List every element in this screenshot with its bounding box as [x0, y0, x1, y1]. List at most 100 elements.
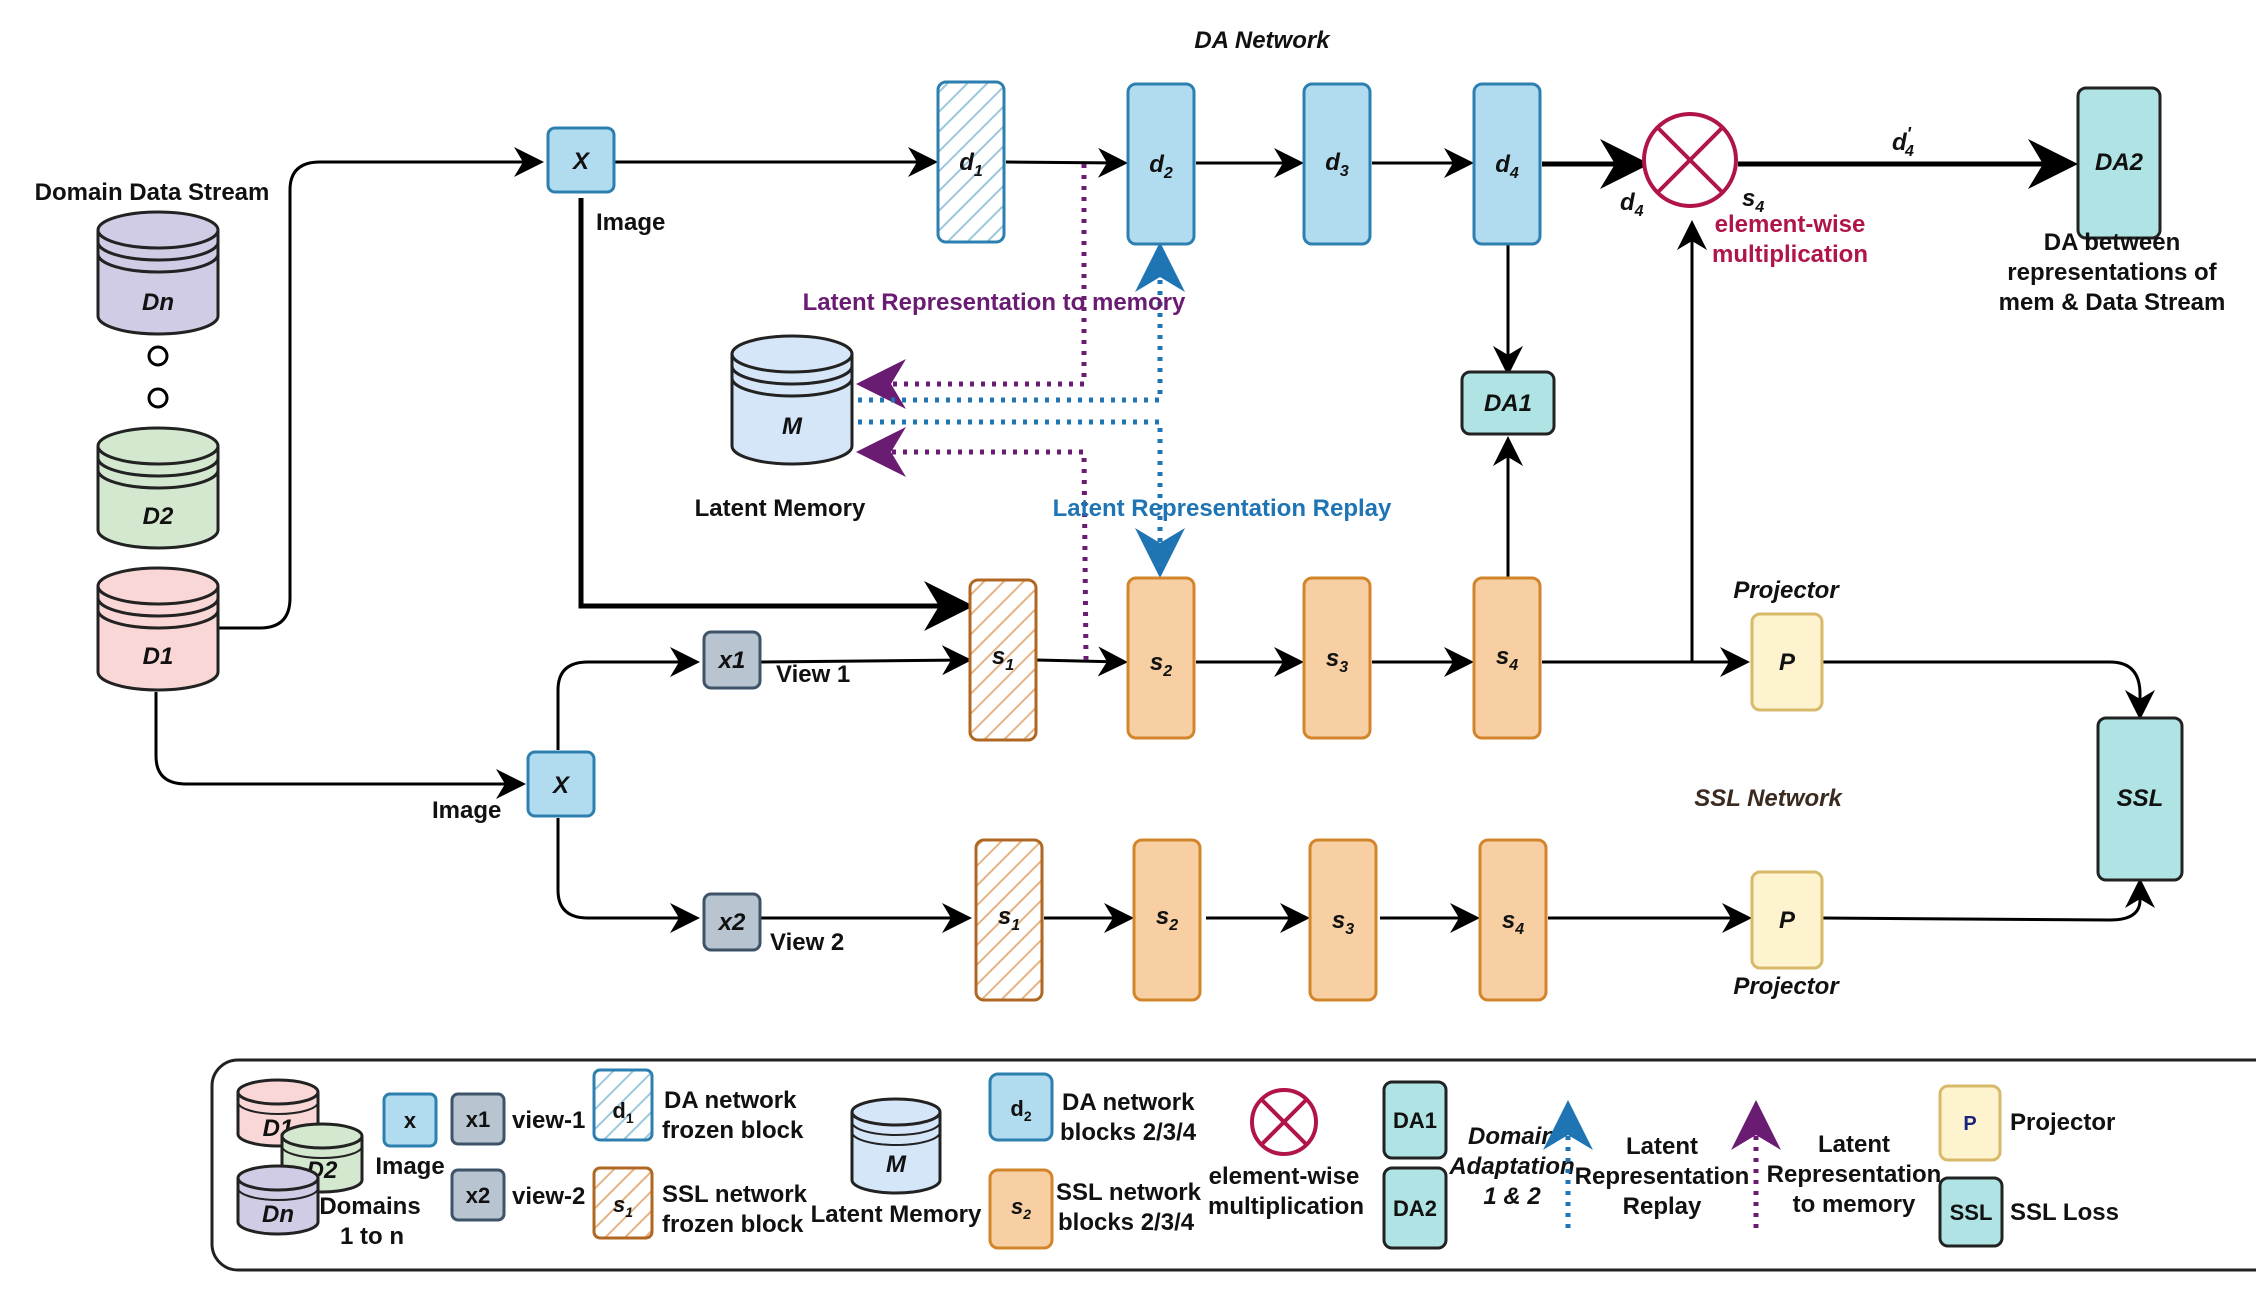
svg-text:d1: d1: [959, 149, 983, 180]
legend-tomem-l3: to memory: [1793, 1191, 1916, 1218]
top-x-label: X: [571, 148, 591, 175]
legend-d1-frozen-box: [592, 1068, 654, 1142]
svg-text:x1: x1: [717, 647, 746, 674]
da-block-d4: d4: [1472, 82, 1542, 246]
svg-text:s1: s1: [998, 903, 1020, 934]
legend-memory-cylinder: M: [850, 1097, 942, 1195]
legend-da1-box: [1382, 1080, 1448, 1160]
latent-to-memory-arrows: [856, 164, 1089, 661]
svg-text:d4: d4: [1495, 151, 1519, 182]
d4-output-label: d4: [1620, 189, 1644, 220]
svg-text:x2: x2: [717, 909, 746, 936]
legend-da2-box: [1382, 1166, 1448, 1250]
legend-ssl-blocks-l2: blocks 2/3/4: [1058, 1209, 1195, 1236]
legend-latent-memory-label: Latent Memory: [811, 1201, 982, 1228]
svg-text:DA2: DA2: [2095, 149, 2144, 176]
legend-ssl-box: [1938, 1176, 2004, 1248]
legend-dom-ad-l1: Domain: [1468, 1123, 1556, 1150]
domain-d2-cylinder: D2: [96, 426, 220, 550]
da-network-title: DA Network: [1194, 27, 1331, 54]
domain-d1-cylinder: D1: [96, 566, 220, 692]
ssl-block-s4-view1: s4: [1472, 576, 1542, 740]
legend-ew-l2: multiplication: [1208, 1193, 1364, 1220]
legend-da-frozen-l2: frozen block: [662, 1117, 804, 1144]
svg-text:s2: s2: [1150, 649, 1172, 680]
latent-to-memory-label: Latent Representation to memory: [803, 289, 1186, 316]
domain-dn-cylinder: Dn: [96, 210, 220, 336]
svg-text:Dn: Dn: [262, 1201, 294, 1228]
svg-text:P: P: [1963, 1113, 1976, 1135]
legend-da-blocks-l1: DA network: [1062, 1089, 1195, 1116]
legend-elementwise-icon: [1250, 1088, 1318, 1156]
legend-projector-label: Projector: [2010, 1109, 2115, 1136]
view2-label: View 2: [770, 929, 844, 956]
legend-replay-l2: Representation: [1575, 1163, 1750, 1190]
view1-x1: x1: [702, 630, 762, 690]
ssl-network-title: SSL Network: [1694, 785, 1843, 812]
projector-bottom: P: [1750, 870, 1824, 970]
svg-text:SSL: SSL: [1950, 1200, 1993, 1225]
svg-text:s4: s4: [1502, 907, 1524, 938]
ssl-block-s1-frozen-view1: s1: [968, 578, 1038, 742]
legend-ssl-frozen-l2: frozen block: [662, 1211, 804, 1238]
legend-dn-cylinder: Dn: [236, 1164, 320, 1236]
svg-text:x: x: [404, 1108, 417, 1133]
svg-text:SSL: SSL: [2117, 785, 2164, 812]
domain-data-stream-title: Domain Data Stream: [35, 179, 270, 206]
svg-text:s4: s4: [1496, 643, 1518, 674]
projector-top-label: Projector: [1733, 577, 1840, 604]
legend-replay-l3: Replay: [1623, 1193, 1702, 1220]
legend-s1-frozen-box: [592, 1166, 654, 1240]
domain-d1-label: D1: [143, 643, 174, 670]
elementwise-label-1: element-wise: [1715, 211, 1866, 238]
connectors: [154, 139, 2155, 933]
svg-text:x1: x1: [466, 1107, 490, 1132]
legend-dom-ad-l3: 1 & 2: [1483, 1183, 1541, 1210]
legend-ssl-frozen-l1: SSL network: [662, 1181, 808, 1208]
legend-ssl-loss-label: SSL Loss: [2010, 1199, 2119, 1226]
svg-text:d3: d3: [1325, 149, 1349, 180]
latent-replay-label: Latent Representation Replay: [1053, 495, 1392, 522]
svg-text:s1: s1: [992, 643, 1014, 674]
svg-text:d1: d1: [612, 1098, 633, 1126]
svg-text:DA2: DA2: [1393, 1196, 1437, 1221]
svg-text:M: M: [886, 1151, 907, 1178]
domain-d2-label: D2: [143, 503, 174, 530]
legend-tomem-l2: Representation: [1767, 1161, 1942, 1188]
svg-text:DA1: DA1: [1393, 1108, 1437, 1133]
ssl-block-s2-view2: s2: [1132, 838, 1202, 1002]
s4-output-label: s4: [1742, 185, 1764, 216]
da-between-label-2: representations of: [2007, 259, 2217, 286]
legend-ew-l1: element-wise: [1209, 1163, 1360, 1190]
svg-text:d2: d2: [1149, 151, 1173, 182]
ssl-block-s3-view2: s3: [1308, 838, 1378, 1002]
da-block-d1-frozen: d1: [936, 80, 1006, 244]
legend-ssl-blocks-l1: SSL network: [1056, 1179, 1202, 1206]
da-between-label-3: mem & Data Stream: [1999, 289, 2226, 316]
da-between-label-1: DA between: [2044, 229, 2180, 256]
ssl-block-s1-frozen-view2: s1: [974, 838, 1044, 1002]
svg-text:s2: s2: [1011, 1194, 1031, 1222]
legend-d2-box: [988, 1072, 1054, 1142]
ellipsis-dot-1: [147, 345, 169, 367]
ssl-block-s4-view2: s4: [1478, 838, 1548, 1002]
svg-text:s3: s3: [1326, 645, 1348, 676]
elementwise-label-2: multiplication: [1712, 241, 1868, 268]
legend-view2-label: view-2: [512, 1183, 585, 1210]
da-block-d2: d2: [1126, 82, 1196, 246]
svg-text:s3: s3: [1332, 907, 1354, 938]
svg-text:s2: s2: [1156, 903, 1178, 934]
legend-p-box: [1938, 1084, 2002, 1162]
legend-domains-l1: Domains: [319, 1193, 420, 1220]
legend-image-label: Image: [375, 1153, 444, 1180]
svg-text:x2: x2: [466, 1183, 490, 1208]
svg-text:DA1: DA1: [1484, 390, 1532, 417]
projector-top: P: [1750, 612, 1824, 712]
legend-tomem-l1: Latent: [1818, 1131, 1890, 1158]
da2-head: DA2: [2076, 86, 2162, 240]
legend-s2-box: [988, 1168, 1054, 1250]
bottom-image-label: Image: [432, 797, 501, 824]
domain-dn-label: Dn: [142, 289, 174, 316]
ssl-loss-head: SSL: [2096, 716, 2184, 882]
